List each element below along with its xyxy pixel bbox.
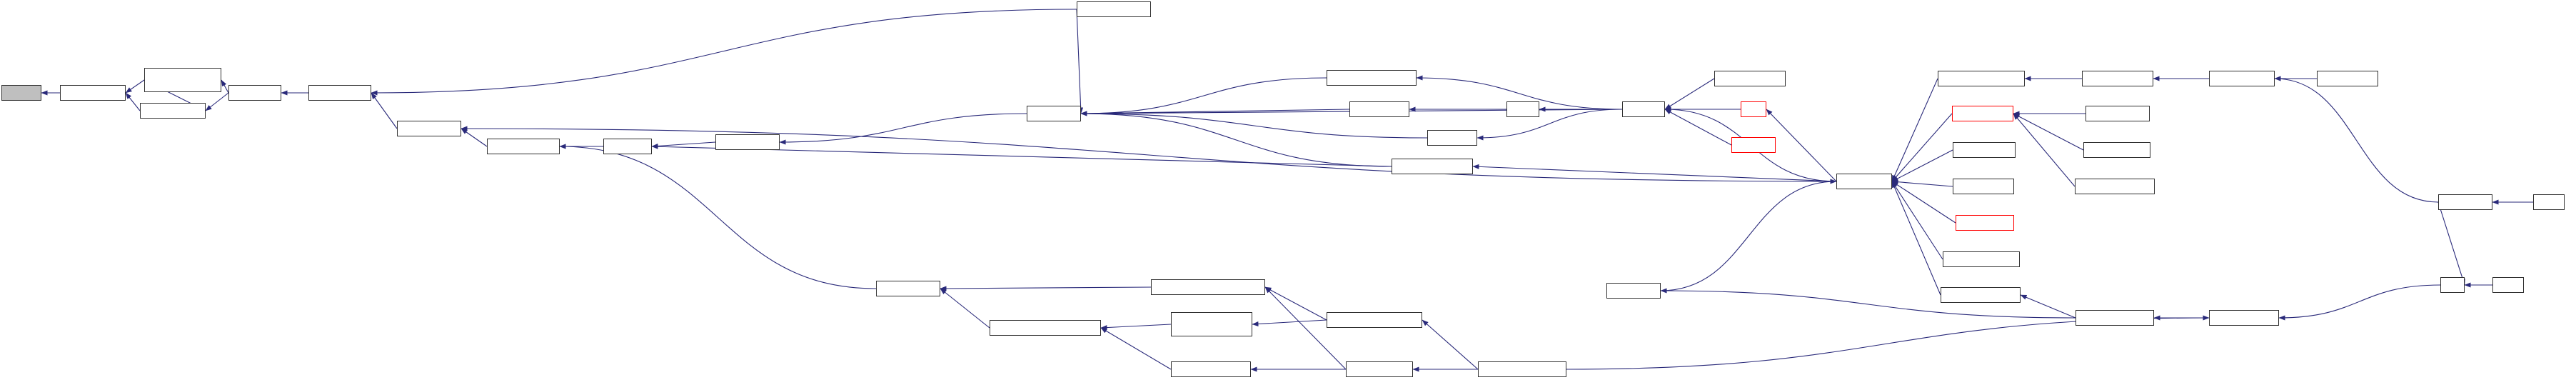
edge-use_skill-to-do_skill [1664, 109, 1732, 146]
edge-legacy_ob_process-to-move_player_mover [2020, 294, 2076, 319]
edge-attack_hth-to-skill_attack [1080, 111, 1428, 139]
edge-command_throw-to-do_skill [1664, 78, 1715, 110]
edge-find_nearest_living_creature-to-get_search_arr [125, 79, 145, 94]
graph-node-command_northeast[interactable] [2075, 179, 2155, 194]
graph-node-cfapi_object_move[interactable] [1943, 251, 2020, 267]
graph-node-move_monster[interactable] [308, 85, 371, 101]
graph-node-attack_hth[interactable] [1427, 130, 1477, 146]
graph-node-init_type_thrown_object[interactable] [1327, 312, 1422, 328]
graph-node-command_east[interactable] [2086, 106, 2150, 121]
edge-monster_use_skill-to-skill_attack [1076, 9, 1084, 114]
edge-command_run-to-move_player [1891, 149, 1953, 182]
graph-node-command_throw[interactable] [1714, 71, 1786, 86]
edge-move_internal-to-move_player [1891, 113, 1953, 182]
edge-move_player_mover-to-move_player [1891, 181, 1941, 296]
edge-move_player-to-process_object [461, 126, 1837, 182]
graph-node-START_TEST[interactable] [2317, 71, 2378, 86]
edge-handle_newcs_player-to-move_player [1891, 78, 1938, 182]
graph-node-command_fire[interactable] [1953, 179, 2014, 194]
edge-thrown_object_type_process-to-common_process_projectile [1100, 324, 1172, 331]
graph-node-common_process_projectile[interactable] [990, 320, 1101, 336]
graph-node-common_projectile_move_on[interactable] [1151, 279, 1265, 295]
graph-node-move_player[interactable] [1836, 174, 1892, 189]
graph-node-attempt_jump[interactable] [1349, 101, 1409, 117]
edge-init-to-init_ob_methods [2278, 284, 2441, 321]
edge-pray_at_altar-to-move_player [1891, 181, 1956, 224]
edge-register_all_ob_types-to-init_type_thrown_object [1422, 319, 1479, 370]
graph-node-process_players1[interactable] [2082, 71, 2153, 86]
graph-node-init_type_arrow[interactable] [1346, 361, 1413, 377]
graph-node-move_internal[interactable] [1952, 106, 2013, 121]
graph-node-command_run[interactable] [1953, 142, 2016, 158]
edge-common_projectile_move_on-to-hit_with_arrow [940, 286, 1152, 291]
edge-do_skill-to-attack_hth [1476, 109, 1623, 141]
graph-node-process_object[interactable] [397, 121, 461, 136]
graph-node-fire[interactable] [1741, 101, 1766, 117]
edge-skill_attack-to-do_skill_attack [779, 113, 1027, 145]
graph-node-move_player_attack[interactable] [1392, 159, 1473, 174]
edge-move_player-to-fire [1766, 109, 1837, 182]
graph-node-register_all_ob_types[interactable] [1478, 361, 1566, 377]
graph-node-legacy_ob_process[interactable] [2076, 310, 2154, 326]
edge-server_main-to-process_events [2274, 76, 2439, 203]
graph-node-find_enemy[interactable] [228, 85, 281, 101]
graph-node-do_skill[interactable] [1622, 101, 1665, 117]
graph-node-command_north[interactable] [2083, 142, 2150, 158]
graph-node-main_bottom[interactable] [2492, 277, 2524, 293]
edge-attack_melee_weapon-to-skill_attack [1080, 77, 1327, 116]
graph-node-server_main[interactable] [2438, 194, 2492, 210]
graph-node-attack_melee_weapon[interactable] [1327, 70, 1417, 86]
edge-move_player-to-move_player_attack [1472, 164, 1837, 182]
edge-process_object-to-move_monster [371, 92, 398, 129]
edge-common_process_projectile-to-hit_with_arrow [940, 288, 990, 329]
edge-get_pet_enemy-to-get_search_arr [125, 92, 141, 111]
graph-node-get_search_arr[interactable] [60, 85, 126, 101]
graph-node-arrow_type_process[interactable] [1171, 361, 1251, 377]
graph-node-use_skill[interactable] [1731, 137, 1776, 153]
edge-arrow_type_process-to-common_process_projectile [1100, 327, 1172, 370]
graph-node-process_events[interactable] [2209, 71, 2275, 86]
graph-node-init[interactable] [2440, 277, 2465, 293]
graph-node-jump[interactable] [1506, 101, 1539, 117]
edge-move_player_attack-to-skill_attack [1080, 111, 1392, 167]
graph-node-skill_attack[interactable] [1027, 106, 1081, 121]
edge-cfapi_object_move-to-move_player [1891, 181, 1943, 260]
graph-node-handle_newcs_player[interactable] [1938, 71, 2025, 86]
graph-node-do_skill_attack[interactable] [715, 134, 780, 150]
graph-node-attack_ob_simple[interactable] [487, 139, 560, 154]
graph-node-get_pet_enemy[interactable] [140, 103, 206, 119]
edge-command_northeast-to-move_internal [2013, 113, 2076, 187]
edge-init_type_arrow-to-common_projectile_move_on [1264, 286, 1347, 370]
graph-node-move_golem[interactable] [1606, 283, 1661, 299]
edge-init_type_thrown_object-to-common_projectile_move_on [1264, 286, 1327, 321]
graph-node-permute[interactable] [1, 85, 41, 101]
edge-command_fire-to-move_player [1891, 179, 1953, 187]
edge-monster_use_skill-to-move_monster [371, 9, 1077, 96]
edge-hit_with_arrow-to-attack_ob_simple [559, 144, 877, 289]
graph-node-monster_use_skill[interactable] [1077, 1, 1151, 17]
graph-node-move_player_mover[interactable] [1941, 287, 2021, 303]
edge-init_type_thrown_object-to-thrown_object_type_process [1252, 319, 1327, 327]
edge-find_enemy-to-get_pet_enemy [205, 92, 229, 111]
graph-node-init_ob_methods[interactable] [2209, 310, 2279, 326]
edge-do_skill_attack-to-attack_ob [651, 141, 716, 149]
graph-node-main_top[interactable] [2533, 194, 2565, 210]
graph-node-find_nearest_living_creature[interactable] [144, 68, 221, 92]
edge-attack_ob_simple-to-process_object [461, 128, 488, 147]
graph-node-attack_ob[interactable] [603, 139, 652, 154]
edge-move_golem-to-move_player [1660, 179, 1837, 291]
graph-node-pray_at_altar[interactable] [1956, 215, 2014, 231]
graph-node-thrown_object_type_process[interactable] [1171, 312, 1252, 336]
edge-attempt_jump-to-skill_attack [1080, 109, 1350, 116]
edge-command_north-to-move_internal [2013, 113, 2084, 151]
edge-find_enemy-to-find_nearest_living_creature [221, 79, 229, 94]
edge-server_main-to-init [2437, 201, 2465, 286]
graph-node-hit_with_arrow[interactable] [876, 281, 940, 296]
